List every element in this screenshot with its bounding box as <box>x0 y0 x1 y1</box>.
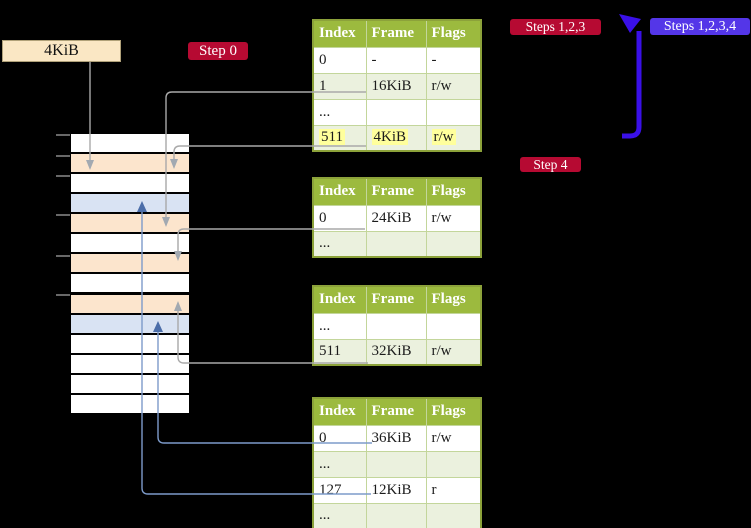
table-cell <box>365 312 427 340</box>
table-cell <box>425 502 482 528</box>
table-row: ... <box>312 230 482 258</box>
table-row: ... <box>312 450 482 478</box>
column-header-frame: Frame <box>365 19 427 48</box>
highlighted-value: 4KiB <box>371 129 409 146</box>
column-header-frame: Frame <box>365 285 427 314</box>
badge-step-0: Step 0 <box>188 42 248 60</box>
memory-frame-blue <box>71 314 189 333</box>
highlighted-value: 511 <box>319 129 345 146</box>
memory-frame-peach <box>71 294 189 313</box>
table-cell: r <box>425 476 482 504</box>
table-cell: 0 <box>312 46 367 74</box>
memory-frame-white <box>71 354 189 373</box>
memory-frame-peach <box>71 214 189 233</box>
table-cell <box>425 98 482 126</box>
table-row: ... <box>312 502 482 528</box>
table-cell <box>365 98 427 126</box>
table-cell: 127 <box>312 476 367 504</box>
table-cell: 4KiB <box>365 124 427 152</box>
column-header-index: Index <box>312 177 367 206</box>
column-header-flags: Flags <box>425 177 482 206</box>
memory-frame-white <box>71 134 189 152</box>
column-header-flags: Flags <box>425 285 482 314</box>
table-row: 0-- <box>312 46 482 74</box>
table-cell: 0 <box>312 424 367 452</box>
table-cell: - <box>425 46 482 74</box>
table-cell: 511 <box>312 338 367 366</box>
table-cell <box>425 450 482 478</box>
column-header-index: Index <box>312 19 367 48</box>
memory-frame-white <box>71 274 189 293</box>
table-cell: r/w <box>425 338 482 366</box>
column-header-index: Index <box>312 397 367 426</box>
table-cell: r/w <box>425 424 482 452</box>
table-cell <box>425 312 482 340</box>
table-row: ... <box>312 98 482 126</box>
memory-frame-white <box>71 394 189 413</box>
steps-1234-arrow <box>619 14 642 139</box>
table-cell: r/w <box>425 72 482 100</box>
memory-frame-peach <box>71 254 189 273</box>
table-cell <box>365 450 427 478</box>
table-cell: ... <box>312 230 367 258</box>
table-cell: 1 <box>312 72 367 100</box>
table-cell: ... <box>312 312 367 340</box>
badge-step-4: Step 4 <box>520 157 581 172</box>
badge-steps-1-2-3: Steps 1,2,3 <box>510 19 601 35</box>
column-header-flags: Flags <box>425 19 482 48</box>
memory-address-ticks <box>56 134 70 296</box>
badge-steps-1-2-3-4: Steps 1,2,3,4 <box>650 18 750 35</box>
memory-frame-white <box>71 234 189 253</box>
table-cell: ... <box>312 450 367 478</box>
table-row: ... <box>312 312 482 340</box>
table-cell: r/w <box>425 204 482 232</box>
frame-size-label: 4KiB <box>2 40 121 62</box>
table-cell: - <box>365 46 427 74</box>
memory-frame-white <box>71 334 189 353</box>
table-cell: 24KiB <box>365 204 427 232</box>
column-header-flags: Flags <box>425 397 482 426</box>
table-cell: 32KiB <box>365 338 427 366</box>
column-header-frame: Frame <box>365 397 427 426</box>
column-header-frame: Frame <box>365 177 427 206</box>
table-cell: 16KiB <box>365 72 427 100</box>
column-header-index: Index <box>312 285 367 314</box>
memory-frame-white <box>71 174 189 193</box>
table-cell: ... <box>312 98 367 126</box>
table-cell <box>365 502 427 528</box>
table-cell: 0 <box>312 204 367 232</box>
table-cell: r/w <box>425 124 482 152</box>
table-cell: 36KiB <box>365 424 427 452</box>
table-cell: 511 <box>312 124 367 152</box>
highlighted-value: r/w <box>431 129 456 146</box>
memory-frame-blue <box>71 194 189 213</box>
table-cell <box>365 230 427 258</box>
table-cell: ... <box>312 502 367 528</box>
table-row: 511 4KiB r/w <box>312 124 482 152</box>
memory-frame-peach <box>71 154 189 173</box>
table-cell: 12KiB <box>365 476 427 504</box>
table-cell <box>425 230 482 258</box>
memory-frame-white <box>71 374 189 393</box>
